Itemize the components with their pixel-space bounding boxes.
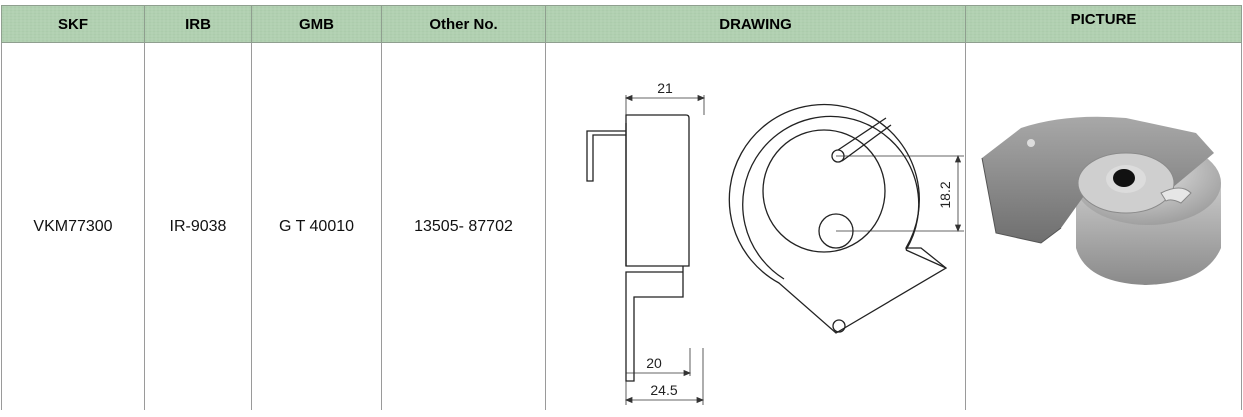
side-flange	[586, 130, 626, 182]
front-inner-profile	[742, 115, 920, 280]
tensioner-pulley-photo	[981, 116, 1221, 285]
cell-other-no: 13505- 87702	[381, 42, 546, 410]
side-profile-outline	[625, 114, 690, 382]
front-lower-hole	[832, 319, 846, 333]
header-drawing: DRAWING	[545, 5, 966, 43]
header-other-no: Other No.	[381, 5, 546, 43]
dim-label-18-2: 18.2	[937, 181, 953, 208]
front-bore-circle	[818, 213, 854, 249]
cell-drawing: 21 20 24.5 18.2	[545, 42, 966, 410]
dim-label-24-5: 24.5	[650, 382, 677, 398]
cell-skf: VKM77300	[1, 42, 145, 410]
header-skf: SKF	[1, 5, 145, 43]
cell-gmb: G T 40010	[251, 42, 382, 410]
cell-picture	[965, 42, 1242, 410]
header-picture-label: PICTURE	[1070, 11, 1137, 28]
dim-label-21: 21	[657, 80, 673, 96]
header-gmb: GMB	[251, 5, 382, 43]
table-row: VKM77300 IR-9038 G T 40010 13505- 87702	[1, 42, 1242, 410]
technical-drawing: 21 20 24.5 18.2	[586, 80, 964, 405]
product-table: SKF IRB GMB Other No. DRAWING PICTURE VK…	[1, 5, 1242, 410]
front-hub-circle	[762, 129, 886, 253]
front-outer-profile	[728, 103, 948, 334]
cell-irb: IR-9038	[144, 42, 252, 410]
header-irb: IRB	[144, 5, 252, 43]
dim-label-20: 20	[646, 355, 662, 371]
front-slot-arm	[837, 117, 892, 162]
header-picture: PICTURE	[965, 5, 1242, 43]
header-row: SKF IRB GMB Other No. DRAWING PICTURE	[1, 5, 1242, 43]
